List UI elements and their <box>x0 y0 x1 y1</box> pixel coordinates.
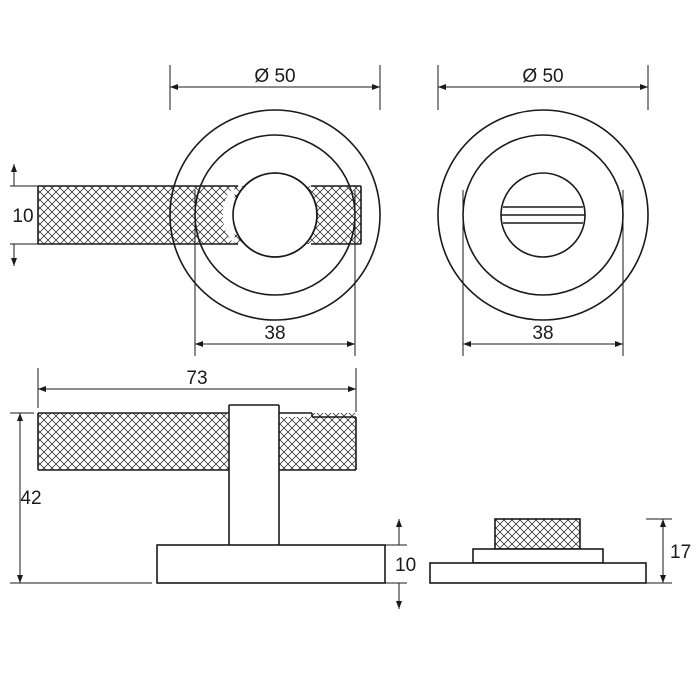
lever-rose-plan-view <box>37 109 381 321</box>
dim-rose-thickness <box>385 519 407 609</box>
dim-label-lever-projection: 42 <box>20 488 41 509</box>
dim-lever-rose-inner <box>194 190 356 356</box>
lever-neck <box>228 405 280 545</box>
turn-step-plate <box>472 548 604 564</box>
dim-label-turn-rose-diameter: Ø 50 <box>522 66 563 87</box>
dim-label-lever-bar-height: 10 <box>12 206 33 227</box>
dim-turn-rose-inner <box>462 190 624 356</box>
dim-label-lever-rose-diameter: Ø 50 <box>254 66 295 87</box>
lever-bar-edges <box>38 185 361 245</box>
dim-label-turn-projection: 17 <box>670 542 691 563</box>
dim-lever-projection <box>10 412 152 584</box>
turn-side-elevation <box>429 518 647 584</box>
dim-lever-rose-diameter <box>169 65 381 110</box>
turn-rose-plan-view <box>437 109 649 321</box>
dim-label-rose-thickness: 10 <box>395 555 416 576</box>
dim-turn-rose-diameter <box>437 65 649 110</box>
rose-plate <box>156 544 386 584</box>
turn-rose-plate <box>429 562 647 584</box>
lever-side-knurl-fill <box>38 413 356 470</box>
dim-turn-projection <box>646 518 672 584</box>
neck-mask <box>229 405 279 555</box>
dim-label-lever-length: 73 <box>186 368 207 389</box>
lever-side-top-edge <box>38 412 356 418</box>
turn-rose-outer-circle <box>437 109 649 321</box>
dim-lever-length <box>37 368 357 412</box>
hub-circle-overlay <box>232 172 318 258</box>
dim-lever-bar-height <box>10 164 44 266</box>
lever-side-elevation <box>37 404 386 584</box>
dim-label-lever-rose-inner: 38 <box>264 323 285 344</box>
turn-knurl-fill <box>495 519 580 549</box>
hub-mask <box>234 174 316 256</box>
dim-label-turn-rose-inner: 38 <box>532 323 553 344</box>
